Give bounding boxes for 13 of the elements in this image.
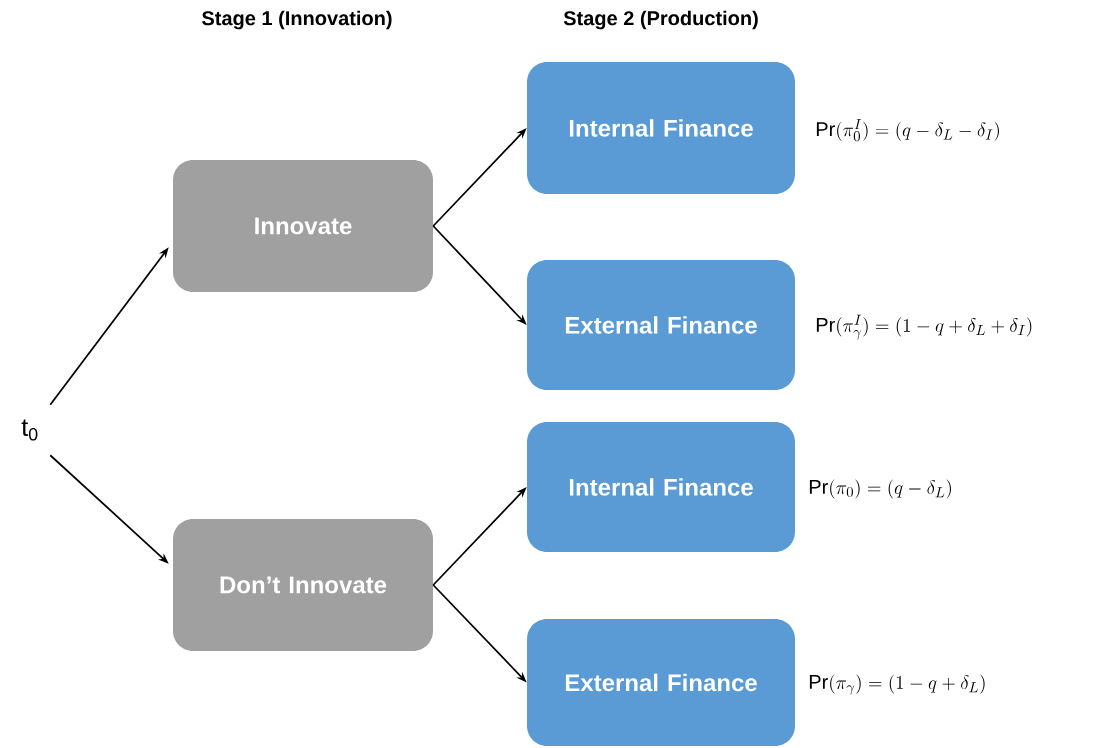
probability-formula: $\Pr(\pi_0) = (q - \delta_L)$ bbox=[809, 479, 951, 499]
finance-box: Internal Finance bbox=[527, 422, 795, 552]
probability-formula: $\Pr(\pi_\gamma^I) = (1 - q + \delta_L + \delta_I)$ bbox=[816, 314, 1032, 340]
start-label: t$_{0}$ bbox=[21, 419, 38, 441]
finance-box: External Finance bbox=[527, 619, 795, 746]
decision-box: Innovate bbox=[173, 160, 433, 292]
probability-formula: $\Pr(\pi_\gamma) = (1 - q + \delta_L)$ bbox=[809, 674, 985, 695]
probability-formula: $\Pr(\pi_0^I) = (q - \delta_L - \delta_I)$ bbox=[816, 119, 999, 142]
finance-box: Internal Finance bbox=[527, 62, 795, 194]
finance-box: External Finance bbox=[527, 260, 795, 390]
decision-box: Don’t Innovate bbox=[173, 519, 433, 651]
stage-heading: Stage 1 (Innovation) bbox=[202, 10, 392, 30]
stage-heading: Stage 2 (Production) bbox=[563, 10, 758, 30]
